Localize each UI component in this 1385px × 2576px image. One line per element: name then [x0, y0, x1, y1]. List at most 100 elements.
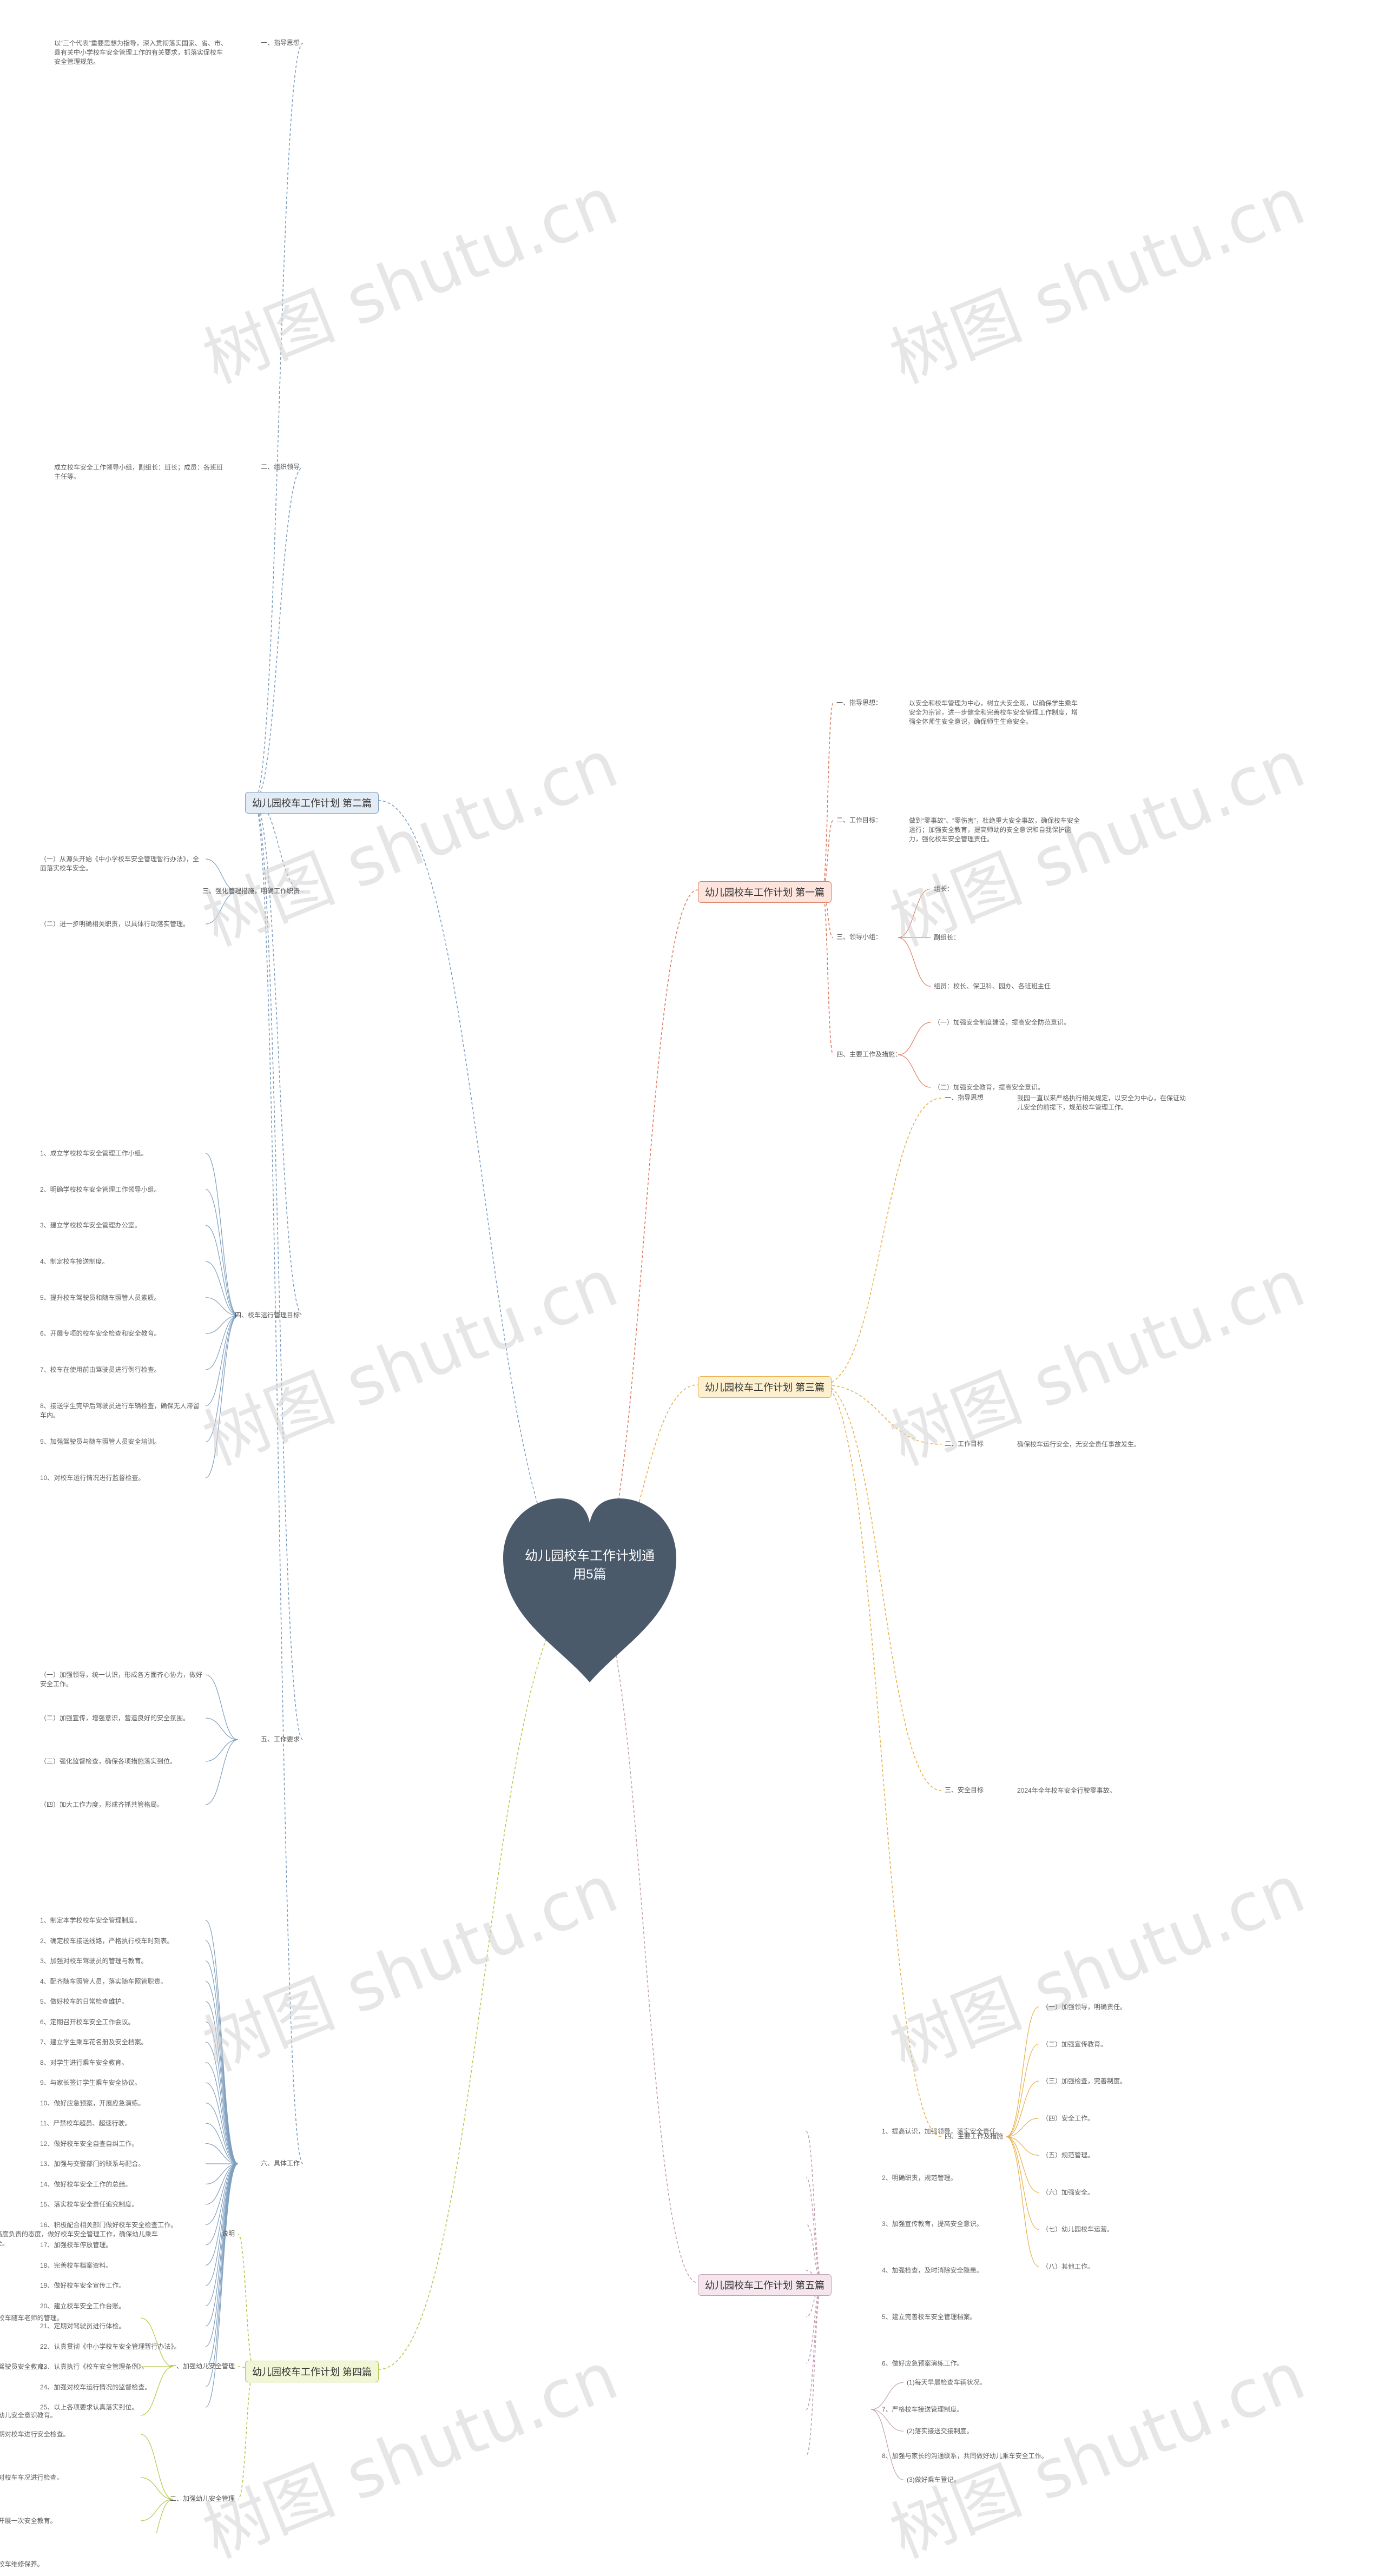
leaf-item: （五）规范管理。 [1042, 2151, 1094, 2159]
leaf-item: 7、建立学生乘车花名册及安全档案。 [40, 2038, 148, 2046]
branch-child-label[interactable]: 二、工作目标 [945, 1440, 984, 1448]
leaf-text: 7、严格校车接送管理制度。 [882, 2406, 964, 2414]
connector-line [898, 937, 931, 987]
leaf-text: 成立校车安全工作领导小组，副组长：班长；成员：各班班主任等。 [54, 464, 223, 480]
connector-line [205, 2163, 239, 2266]
leaf-text: 做到“零事故”、“零伤害”，杜绝重大安全事故，确保校车安全运行；加强安全教育，提… [909, 816, 1080, 843]
leaf-text: 以安全和校车管理为中心，树立大安全观，以确保学生乘车安全为宗旨，进一步健全和完善… [909, 699, 1078, 725]
leaf-item: 组长： [934, 885, 954, 893]
connector-line [205, 2163, 239, 2286]
leaf-item: 22、认真贯彻《中小学校车安全管理暂行办法》。 [40, 2342, 181, 2350]
connector-line [140, 2434, 174, 2500]
connector-line [1006, 2118, 1039, 2137]
connector-line [205, 1739, 239, 1762]
leaf-item: （一）从源头开始《中小学校车安全管理暂行办法》，全面落实校车安全。 [40, 855, 200, 872]
branch-topic[interactable]: 幼儿园校车工作计划 第二篇 [245, 792, 379, 814]
branch-child-label[interactable]: 五、工作要求 [260, 1735, 300, 1743]
branch-child-label[interactable]: 二、加强幼儿安全管理 [169, 2495, 235, 2502]
leaf-item: 3、每周开展一次安全教育。 [0, 2517, 57, 2525]
leaf-item: （八）其他工作。 [1042, 2263, 1094, 2270]
central-topic[interactable]: 幼儿园校车工作计划通用5篇 [525, 1549, 655, 1582]
connector-line [205, 1718, 239, 1740]
leaf-item: 18、完善校车档案资料。 [40, 2261, 113, 2269]
connector-line [822, 820, 834, 890]
branch-topic[interactable]: 幼儿园校车工作计划 第四篇 [245, 2361, 379, 2382]
connector-line [205, 2163, 239, 2408]
connector-line [254, 800, 304, 2164]
connector-line [254, 467, 304, 801]
branch-child-label[interactable]: 一、指导思想 [260, 39, 300, 47]
leaf-item: 7、校车在使用前由驾驶员进行例行检查。 [40, 1366, 161, 1373]
leaf-item: 4、加强校车维修保养。 [0, 2560, 44, 2568]
branch-child-label[interactable]: 二、工作目标： [836, 816, 882, 824]
branch-child-label[interactable]: 四、主要工作及措施 [945, 2132, 1004, 2140]
leaf-item: （七）幼儿园校车运营。 [1042, 2225, 1114, 2234]
connector-line [205, 891, 239, 924]
leaf-item: 6、开展专项的校车安全检查和安全教育。 [40, 1330, 161, 1338]
leaf-item: 14、做好校车安全工作的总结。 [40, 2180, 132, 2188]
leaf-text: 3、加强宣传教育，提高安全意识。 [882, 2220, 983, 2228]
leaf-item: （六）加强安全。 [1042, 2188, 1094, 2196]
leaf-item: （四）安全工作。 [1042, 2114, 1094, 2122]
connector-line [140, 2477, 174, 2500]
branch-child-label[interactable]: 一、指导思想 [945, 1094, 984, 1101]
branch-child-label[interactable]: 三、领导小组： [836, 933, 882, 941]
leaf-item: （一）加强安全制度建设，提高安全防范意识。 [934, 1019, 1071, 1026]
leaf-item: 8、对学生进行乘车安全教育。 [40, 2058, 128, 2066]
leaf-item: （二）进一步明确相关职责，以具体行动落实管理。 [40, 920, 190, 928]
branch-child-label[interactable]: 二、组织领导 [260, 463, 300, 471]
leaf-item: 1、加强校车随车老师的管理。 [0, 2314, 63, 2322]
branch-topic[interactable]: 幼儿园校车工作计划 第三篇 [698, 1376, 832, 1398]
branch-child-label[interactable]: 三、安全目标 [945, 1786, 984, 1794]
connector-line [870, 2409, 904, 2432]
leaf-item: 3、加强对校车驾驶员的管理与教育。 [40, 1957, 148, 1965]
leaf-item: （一）加强领导，明确责任。 [1042, 2003, 1127, 2011]
leaf-item: 24、加强对校车运行情况的监督检查。 [40, 2383, 151, 2391]
connector-line [205, 2001, 239, 2164]
connector-line [898, 888, 931, 938]
branch-child-label[interactable]: 一、加强幼儿安全管理 [169, 2362, 235, 2370]
branch-child-label[interactable]: 三、强化管理措施，明确工作职责 [202, 887, 300, 895]
leaf-item: (3)做好乘车登记。 [907, 2476, 960, 2484]
leaf-item: 5、做好校车的日常检查维护。 [40, 1998, 128, 2005]
connector-line [205, 1297, 239, 1316]
leaf-text: 5、建立完善校车安全管理档案。 [882, 2313, 977, 2321]
leaf-item: （三）强化监督检查，确保各项措施落实到位。 [40, 1758, 177, 1765]
leaf-text: 确保校车运行安全，无安全责任事故发生。 [1017, 1441, 1141, 1448]
connector-line [205, 2143, 239, 2164]
leaf-item: 2、确定校车接送线路，严格执行校车时刻表。 [40, 1937, 174, 1945]
leaf-item: （二）加强宣传，增强意识，营造良好的安全氛围。 [40, 1714, 190, 1722]
branch-topic[interactable]: 幼儿园校车工作计划 第五篇 [698, 2274, 832, 2296]
branch-child-label[interactable]: 说明 [221, 2230, 235, 2237]
leaf-item: （三）加强检查，完善制度。 [1042, 2077, 1127, 2085]
leaf-item: 4、配齐随车照管人员，落实随车照管职责。 [40, 1977, 167, 1985]
leaf-item: 13、加强与交警部门的联系与配合。 [40, 2160, 145, 2168]
branch-child-label[interactable]: 四、校车运行管理目标 [234, 1311, 300, 1319]
branch-topic[interactable]: 幼儿园校车工作计划 第一篇 [698, 881, 832, 903]
leaf-text: 2、明确职责，规范管理。 [882, 2174, 957, 2182]
branch-child-label[interactable]: 一、指导思想： [836, 699, 882, 706]
leaf-item: 3、建立学校校车安全管理办公室。 [40, 1221, 141, 1230]
leaf-item: 25、以上各项要求认真落实到位。 [40, 2403, 138, 2411]
leaf-text: 4、加强检查，及时消除安全隐患。 [882, 2267, 983, 2275]
connector-line [254, 800, 304, 1740]
connector-line [140, 2317, 174, 2367]
leaf-item: 副组长： [934, 934, 960, 942]
leaf-item: 1、每学期对校车进行安全检查。 [0, 2430, 70, 2438]
leaf-item: 21、定期对驾驶员进行体检。 [40, 2322, 126, 2330]
connector-line [205, 1980, 239, 2164]
connector-line [205, 1261, 239, 1316]
leaf-text: 以高度负责的态度，做好校车安全管理工作，确保幼儿乘车安全。 [0, 2230, 159, 2247]
leaf-text: 我园一直以来严格执行相关规定，以安全为中心，在保证幼儿安全的前提下，规范校车管理… [1017, 1094, 1186, 1111]
connector-line [898, 1022, 931, 1055]
leaf-text: 6、做好应急预案演练工作。 [882, 2359, 964, 2367]
connector-line [205, 2082, 239, 2164]
branch-child-label[interactable]: 四、主要工作及措施： [836, 1051, 902, 1058]
connector-line [205, 1739, 239, 1805]
branch-child-label[interactable]: 六、具体工作 [260, 2159, 300, 2167]
leaf-item: 1、制定本学校校车安全管理制度。 [40, 1917, 141, 1924]
leaf-item: 4、制定校车接送制度。 [40, 1258, 109, 1265]
connector-line [205, 1315, 239, 1406]
connector-line [140, 2366, 174, 2416]
leaf-item: 组员：校长、保卫科、园办、各班班主任 [934, 982, 1051, 990]
